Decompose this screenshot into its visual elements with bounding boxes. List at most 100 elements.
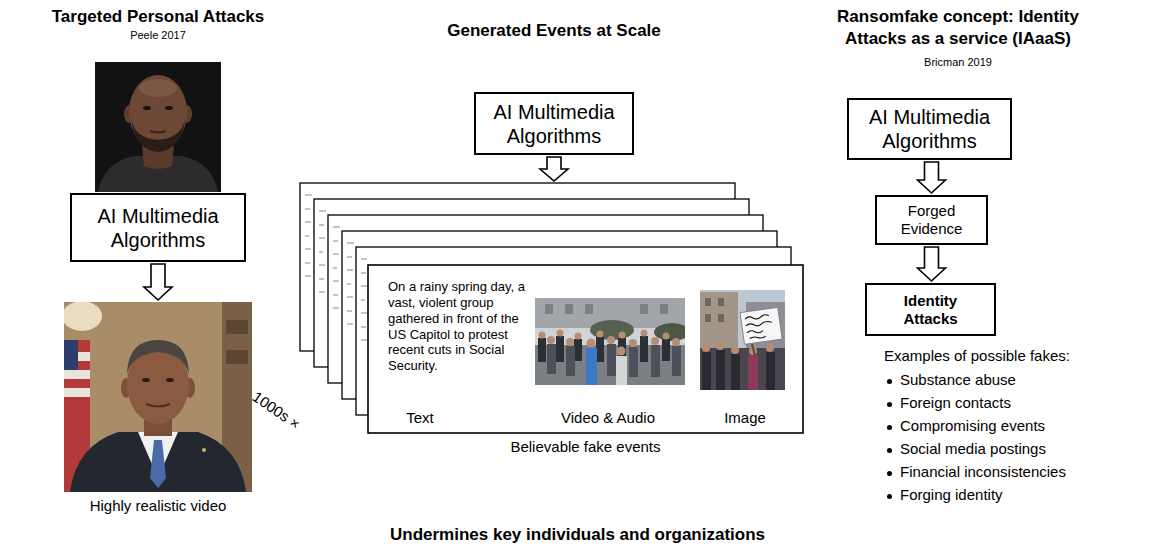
crowd-video-photo-part-part bbox=[574, 339, 582, 361]
crowd-video-photo-part bbox=[545, 304, 553, 314]
list-item: Forging identity bbox=[884, 486, 1003, 505]
box-text: Identity Attacks bbox=[883, 292, 978, 328]
fake-video-photo-part bbox=[202, 448, 206, 452]
source-portrait-photo bbox=[95, 62, 221, 192]
fake-video-photo-part bbox=[64, 302, 102, 331]
citation: Bricman 2019 bbox=[808, 56, 1108, 70]
box-text: Forged Evidence bbox=[885, 202, 978, 238]
source-portrait-photo-part bbox=[143, 106, 151, 110]
crowd-video-photo-part-part bbox=[566, 346, 575, 376]
block-arrow bbox=[144, 264, 172, 300]
crowd-video-photo-part bbox=[586, 348, 597, 385]
source-portrait-photo-part bbox=[150, 131, 166, 133]
list-item: Foreign contacts bbox=[884, 394, 1011, 413]
crowd-video-photo-part-part bbox=[619, 332, 626, 339]
evidence-box: Forged Evidence bbox=[875, 195, 988, 245]
citation: Peele 2017 bbox=[8, 29, 308, 43]
card-stack-part bbox=[333, 227, 340, 308]
fake-video-photo-part bbox=[226, 350, 248, 364]
crowd-video-photo-part-part bbox=[547, 344, 556, 374]
crowd-video-photo bbox=[535, 298, 685, 385]
fake-video-photo-part bbox=[70, 432, 246, 492]
protest-photo-part-part bbox=[745, 314, 774, 340]
protest-photo-part bbox=[700, 348, 785, 390]
fake-video-photo-part bbox=[226, 320, 248, 334]
protest-photo-part bbox=[705, 298, 711, 306]
crowd-video-photo-part bbox=[565, 304, 573, 314]
crowd-video-photo-part-part bbox=[663, 333, 670, 340]
protest-photo-part bbox=[705, 314, 711, 322]
card-text: Text bbox=[370, 409, 470, 427]
crowd-video-photo-part-part bbox=[539, 332, 546, 339]
crowd-video-photo-part-part bbox=[662, 339, 670, 361]
crowd-video-photo-part-part bbox=[566, 338, 574, 346]
crowd-video-photo-part-part bbox=[640, 336, 648, 362]
algorithm-box: AI Multimedia Algorithms bbox=[847, 98, 1012, 160]
crowd-video-photo-part bbox=[547, 344, 681, 377]
crowd-video-photo-part-part bbox=[538, 338, 546, 362]
crowd-video-photo-part-part bbox=[651, 337, 659, 345]
protest-photo bbox=[700, 290, 785, 390]
protest-photo-part bbox=[702, 342, 774, 355]
card-text: Video & Audio bbox=[533, 409, 683, 427]
list-item: Social media postings bbox=[884, 440, 1046, 459]
fake-video-photo bbox=[64, 302, 252, 492]
crowd-video-photo-part bbox=[539, 330, 681, 356]
box-text: AI Multimedia Algorithms bbox=[484, 100, 624, 148]
protest-photo-part-part bbox=[716, 350, 725, 390]
caption: Undermines key individuals and organizat… bbox=[0, 524, 1155, 545]
crowd-video-photo-part-part bbox=[641, 330, 648, 337]
video-frame: Highly realistic video bbox=[64, 302, 252, 492]
crowd-video-photo-part-part bbox=[651, 345, 660, 377]
source-portrait-photo-part bbox=[139, 79, 177, 97]
card-stack-part bbox=[305, 195, 312, 276]
crowd-video-photo-part-part bbox=[617, 347, 626, 356]
fake-video-photo-part bbox=[146, 404, 170, 407]
card-text: On a rainy spring day, a vast, violent g… bbox=[388, 279, 528, 374]
source-portrait-photo-part bbox=[131, 118, 185, 152]
fake-event-cards: On a rainy spring day, a vast, violent g… bbox=[300, 183, 803, 433]
column-heading: Targeted Personal Attacks bbox=[8, 6, 308, 27]
source-portrait-photo-part bbox=[95, 62, 221, 192]
crowd-video-photo-part bbox=[616, 356, 627, 385]
fake-video-photo-part bbox=[64, 302, 252, 492]
protest-photo-part bbox=[700, 292, 738, 352]
protest-photo-part-part bbox=[702, 344, 710, 352]
crowd-video-photo-part-part bbox=[596, 337, 604, 362]
protest-photo-part-part bbox=[731, 354, 740, 390]
crowd-video-photo-part-part bbox=[672, 338, 680, 346]
card-text: Image bbox=[705, 409, 785, 427]
list-item: Substance abuse bbox=[884, 371, 1016, 390]
protest-photo-part bbox=[718, 298, 724, 306]
protest-photo-part bbox=[752, 344, 755, 356]
crowd-video-photo-part-part bbox=[547, 336, 555, 344]
node-caption: Believable fake events bbox=[368, 438, 803, 456]
protest-photo-part-part bbox=[740, 307, 782, 344]
block-arrow bbox=[918, 162, 946, 193]
card-stack bbox=[300, 183, 803, 433]
crowd-video-photo-part bbox=[535, 298, 685, 385]
crowd-video-photo-part bbox=[654, 323, 685, 341]
box-text: AI Multimedia Algorithms bbox=[857, 105, 1002, 153]
fake-video-photo-part bbox=[64, 388, 90, 397]
card-stack-part bbox=[361, 259, 367, 340]
protest-photo-part bbox=[718, 314, 724, 322]
list-item: Compromising events bbox=[884, 417, 1045, 436]
list-heading: Examples of possible fakes: bbox=[884, 347, 1070, 366]
protest-photo-part-part bbox=[702, 352, 711, 390]
crowd-video-photo-part-part bbox=[556, 336, 564, 362]
fake-video-photo-part bbox=[150, 440, 166, 488]
algorithm-box: AI Multimedia Algorithms bbox=[474, 92, 634, 155]
column-heading: Generated Events at Scale bbox=[404, 20, 704, 41]
node-caption: Highly realistic video bbox=[64, 497, 252, 515]
card-stack-part bbox=[368, 265, 803, 433]
count-label: 1000s × bbox=[249, 388, 304, 434]
protest-photo-part bbox=[748, 355, 758, 390]
fake-video-photo-part bbox=[64, 370, 90, 379]
protest-photo-part bbox=[702, 350, 775, 390]
crowd-video-photo-part bbox=[640, 304, 648, 314]
crowd-video-photo-part-part bbox=[575, 333, 582, 340]
crowd-video-photo-part-part bbox=[672, 346, 681, 376]
source-portrait-photo-part bbox=[165, 106, 173, 110]
crowd-video-photo-part-part bbox=[607, 336, 615, 344]
